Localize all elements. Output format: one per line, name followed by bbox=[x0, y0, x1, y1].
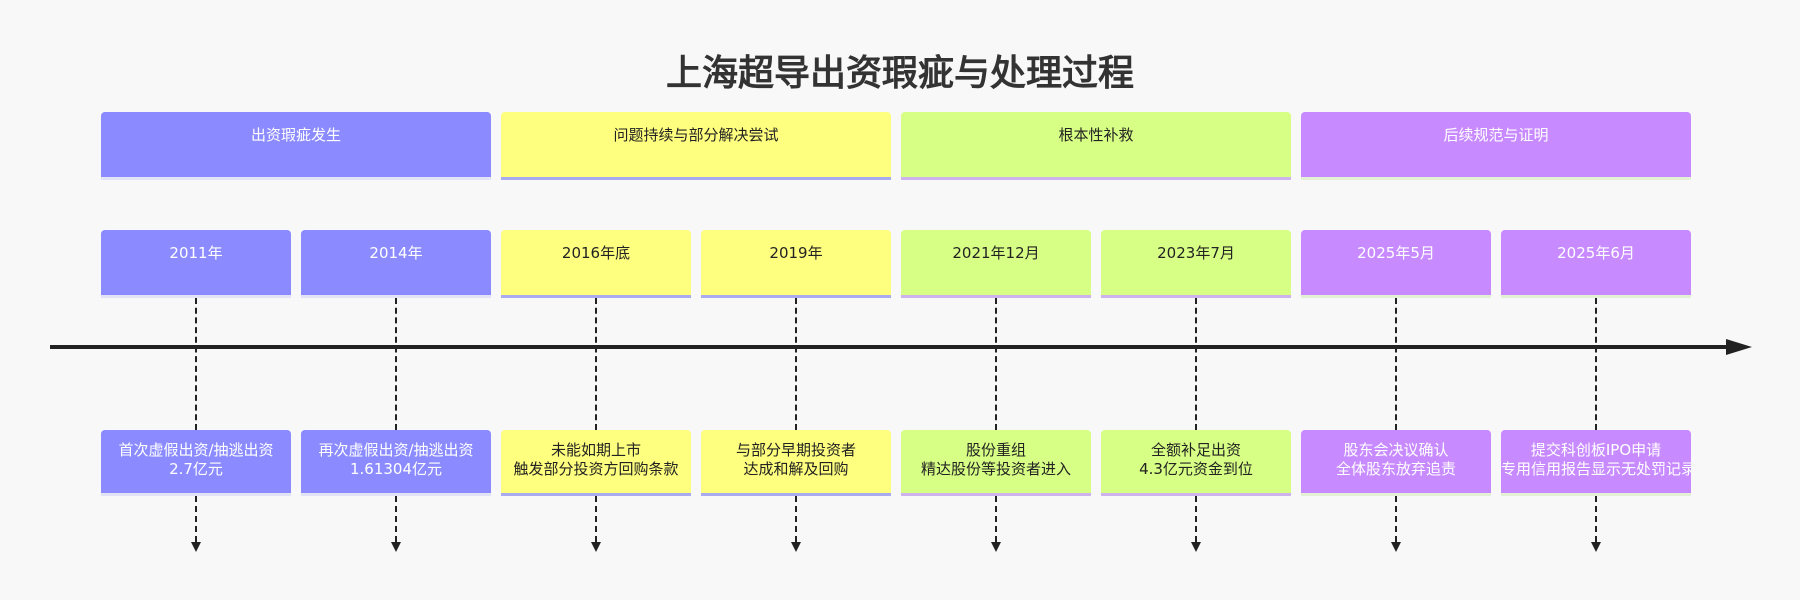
phase-label: 出资瑕疵发生 bbox=[250, 126, 341, 144]
connector-dashed-line bbox=[995, 298, 997, 430]
date-box: 2025年5月 bbox=[1301, 230, 1491, 298]
arrow-down-icon bbox=[1591, 542, 1601, 552]
connector-dashed-line bbox=[195, 298, 197, 430]
event-box: 股份重组精达股份等投资者进入 bbox=[901, 430, 1091, 496]
connector-dashed-line bbox=[595, 298, 597, 430]
date-box: 2025年6月 bbox=[1501, 230, 1691, 298]
arrow-down-icon bbox=[791, 542, 801, 552]
date-label: 2011年 bbox=[169, 244, 223, 262]
connector-dashed-line bbox=[395, 298, 397, 430]
phase-box: 出资瑕疵发生 bbox=[101, 112, 491, 180]
arrow-down-icon bbox=[391, 542, 401, 552]
date-label: 2014年 bbox=[369, 244, 423, 262]
connector-dashed-line bbox=[995, 496, 997, 542]
event-text-line: 1.61304亿元 bbox=[349, 460, 443, 478]
phase-label: 根本性补救 bbox=[1058, 126, 1134, 144]
event-text-line: 提交科创板IPO申请 bbox=[1530, 441, 1662, 459]
event-box: 提交科创板IPO申请专用信用报告显示无处罚记录 bbox=[1501, 430, 1691, 496]
connector-dashed-line bbox=[1595, 298, 1597, 430]
phase-box: 后续规范与证明 bbox=[1301, 112, 1691, 180]
date-box: 2021年12月 bbox=[901, 230, 1091, 298]
arrow-down-icon bbox=[591, 542, 601, 552]
date-label: 2025年6月 bbox=[1557, 244, 1635, 262]
date-label: 2023年7月 bbox=[1157, 244, 1235, 262]
event-text-line: 全额补足出资 bbox=[1150, 441, 1241, 459]
event-text-line: 4.3亿元资金到位 bbox=[1139, 460, 1253, 478]
phase-label: 问题持续与部分解决尝试 bbox=[613, 126, 779, 144]
event-box: 股东会决议确认全体股东放弃追责 bbox=[1301, 430, 1491, 496]
event-text-line: 股东会决议确认 bbox=[1343, 441, 1449, 459]
event-text-line: 再次虚假出资/抽逃出资 bbox=[318, 441, 474, 459]
date-label: 2021年12月 bbox=[952, 244, 1040, 262]
event-text-line: 首次虚假出资/抽逃出资 bbox=[118, 441, 274, 459]
arrow-down-icon bbox=[191, 542, 201, 552]
arrow-down-icon bbox=[1191, 542, 1201, 552]
date-box: 2011年 bbox=[101, 230, 291, 298]
diagram-title: 上海超导出资瑕疵与处理过程 bbox=[665, 53, 1134, 94]
date-label: 2016年底 bbox=[561, 244, 631, 262]
event-text-line: 未能如期上市 bbox=[550, 441, 641, 459]
connector-dashed-line bbox=[195, 496, 197, 542]
date-box: 2014年 bbox=[301, 230, 491, 298]
connector-dashed-line bbox=[1395, 496, 1397, 542]
event-text-line: 2.7亿元 bbox=[169, 460, 223, 478]
event-text-line: 股份重组 bbox=[965, 441, 1026, 459]
connector-dashed-line bbox=[395, 496, 397, 542]
event-box: 未能如期上市触发部分投资方回购条款 bbox=[501, 430, 691, 496]
date-label: 2019年 bbox=[769, 244, 823, 262]
connector-dashed-line bbox=[1195, 298, 1197, 430]
event-box: 与部分早期投资者达成和解及回购 bbox=[701, 430, 891, 496]
connector-dashed-line bbox=[795, 298, 797, 430]
date-box: 2016年底 bbox=[501, 230, 691, 298]
date-box: 2019年 bbox=[701, 230, 891, 298]
arrow-down-icon bbox=[1391, 542, 1401, 552]
connector-dashed-line bbox=[1195, 496, 1197, 542]
connector-dashed-line bbox=[1395, 298, 1397, 430]
event-text-line: 精达股份等投资者进入 bbox=[920, 460, 1071, 478]
date-box: 2023年7月 bbox=[1101, 230, 1291, 298]
event-text-line: 全体股东放弃追责 bbox=[1335, 460, 1456, 478]
connector-dashed-line bbox=[795, 496, 797, 542]
phase-label: 后续规范与证明 bbox=[1443, 126, 1549, 144]
connector-dashed-line bbox=[595, 496, 597, 542]
phase-box: 根本性补救 bbox=[901, 112, 1291, 180]
event-text-line: 专用信用报告显示无处罚记录 bbox=[1501, 460, 1691, 478]
phase-box: 问题持续与部分解决尝试 bbox=[501, 112, 891, 180]
arrow-down-icon bbox=[991, 542, 1001, 552]
date-label: 2025年5月 bbox=[1357, 244, 1435, 262]
event-text-line: 触发部分投资方回购条款 bbox=[513, 460, 679, 478]
axis-arrowhead bbox=[1726, 339, 1752, 355]
event-text-line: 与部分早期投资者 bbox=[735, 441, 856, 459]
event-text-line: 达成和解及回购 bbox=[743, 460, 849, 478]
connector-dashed-line bbox=[1595, 496, 1597, 542]
